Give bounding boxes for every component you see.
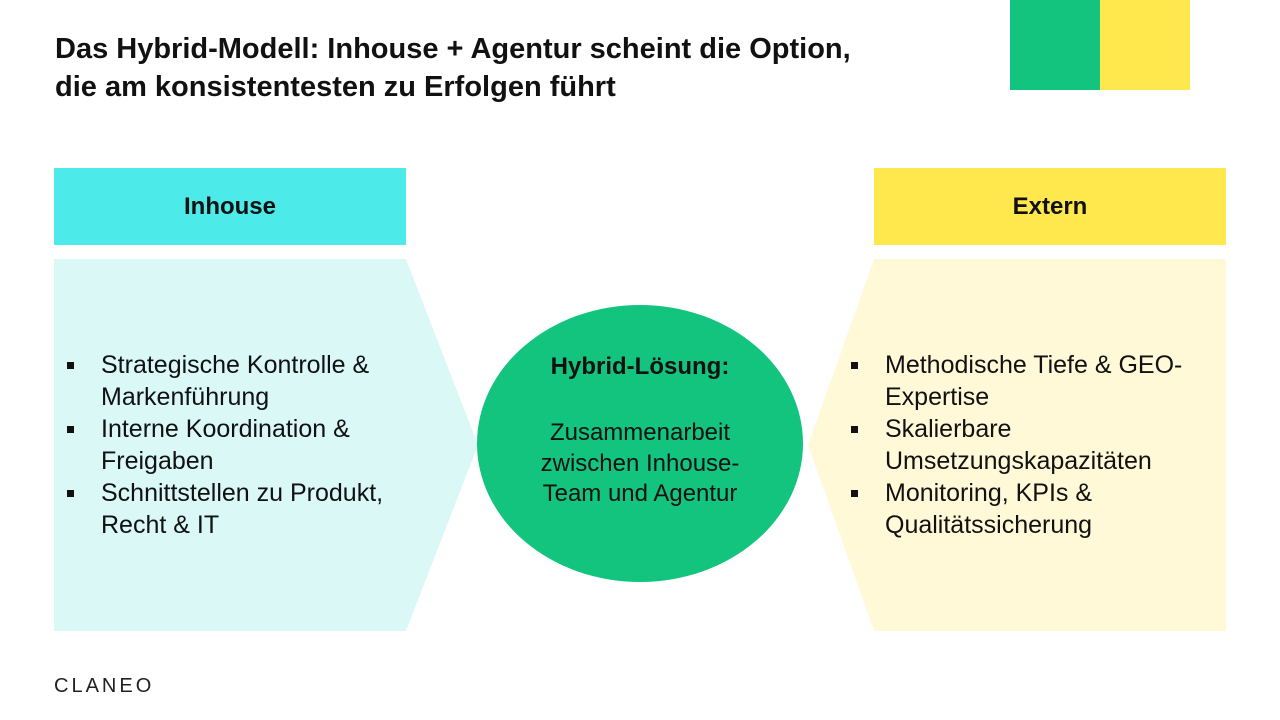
extern-item-text: Skalierbare Umsetzungskapazitäten: [885, 415, 1152, 475]
hybrid-circle: Hybrid-Lösung: Zusammenarbeit zwischen I…: [477, 305, 803, 582]
extern-header: Extern: [874, 168, 1226, 245]
slide-title-line-1: Das Hybrid-Modell: Inhouse + Agentur sch…: [55, 33, 851, 65]
inhouse-item-text: Strategische Kontrolle & Markenführung: [101, 351, 370, 411]
inhouse-list-item: Interne Koordination & Freigaben: [64, 413, 444, 477]
bullet-marker: [67, 426, 74, 433]
hybrid-title: Hybrid-Lösung:: [550, 353, 730, 380]
slide-title: Das Hybrid-Modell: Inhouse + Agentur sch…: [55, 30, 985, 106]
extern-item-text: Methodische Tiefe & GEO-Expertise: [885, 351, 1183, 411]
inhouse-item-text: Schnittstellen zu Produkt, Recht & IT: [101, 479, 384, 539]
bullet-marker: [67, 490, 74, 497]
extern-list-item: Monitoring, KPIs & Qualitätssicherung: [848, 477, 1218, 541]
inhouse-panel-shape: [54, 259, 478, 631]
bullet-marker: [851, 362, 858, 369]
extern-list-item: Skalierbare Umsetzungskapazitäten: [848, 413, 1218, 477]
extern-item-text: Monitoring, KPIs & Qualitätssicherung: [885, 479, 1093, 539]
inhouse-panel: Strategische Kontrolle & Markenführung I…: [54, 259, 478, 631]
bullet-marker: [851, 426, 858, 433]
extern-panel-shape: [808, 259, 1226, 631]
claneo-logo: CLANEO: [54, 675, 155, 697]
bullet-marker: [851, 490, 858, 497]
extern-list-item: Methodische Tiefe & GEO-Expertise: [848, 349, 1218, 413]
inhouse-item-text: Interne Koordination & Freigaben: [101, 415, 350, 475]
extern-panel: Methodische Tiefe & GEO-Expertise Skalie…: [808, 259, 1226, 631]
hybrid-description: Zusammenarbeit zwischen Inhouse-Team und…: [540, 419, 740, 507]
slide-title-line-2: die am konsistentesten zu Erfolgen führt: [55, 71, 616, 103]
inhouse-list-item: Strategische Kontrolle & Markenführung: [64, 349, 444, 413]
accent-square-green: [1010, 0, 1100, 90]
bullet-marker: [67, 362, 74, 369]
inhouse-list: Strategische Kontrolle & Markenführung I…: [64, 349, 444, 541]
inhouse-header: Inhouse: [54, 168, 406, 245]
extern-list: Methodische Tiefe & GEO-Expertise Skalie…: [848, 349, 1218, 541]
inhouse-list-item: Schnittstellen zu Produkt, Recht & IT: [64, 477, 444, 541]
accent-square-yellow: [1100, 0, 1190, 90]
